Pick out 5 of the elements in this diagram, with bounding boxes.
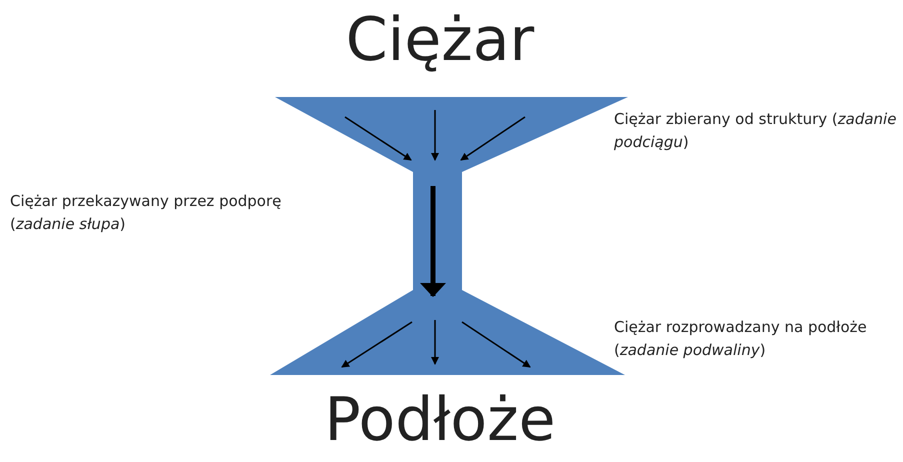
column-load-note: Ciężar przekazywany przez podporę (zadanie słupa) xyxy=(10,192,282,233)
foundation-load-note: Ciężar rozprowadzany na podłoże (zadanie podwaliny) xyxy=(614,318,867,359)
ground-heading: Podłoże xyxy=(324,385,556,455)
structure-load-note: Ciężar zbierany od struktury (zadanie podciągu) xyxy=(614,110,896,151)
load-heading: Ciężar xyxy=(346,5,534,75)
